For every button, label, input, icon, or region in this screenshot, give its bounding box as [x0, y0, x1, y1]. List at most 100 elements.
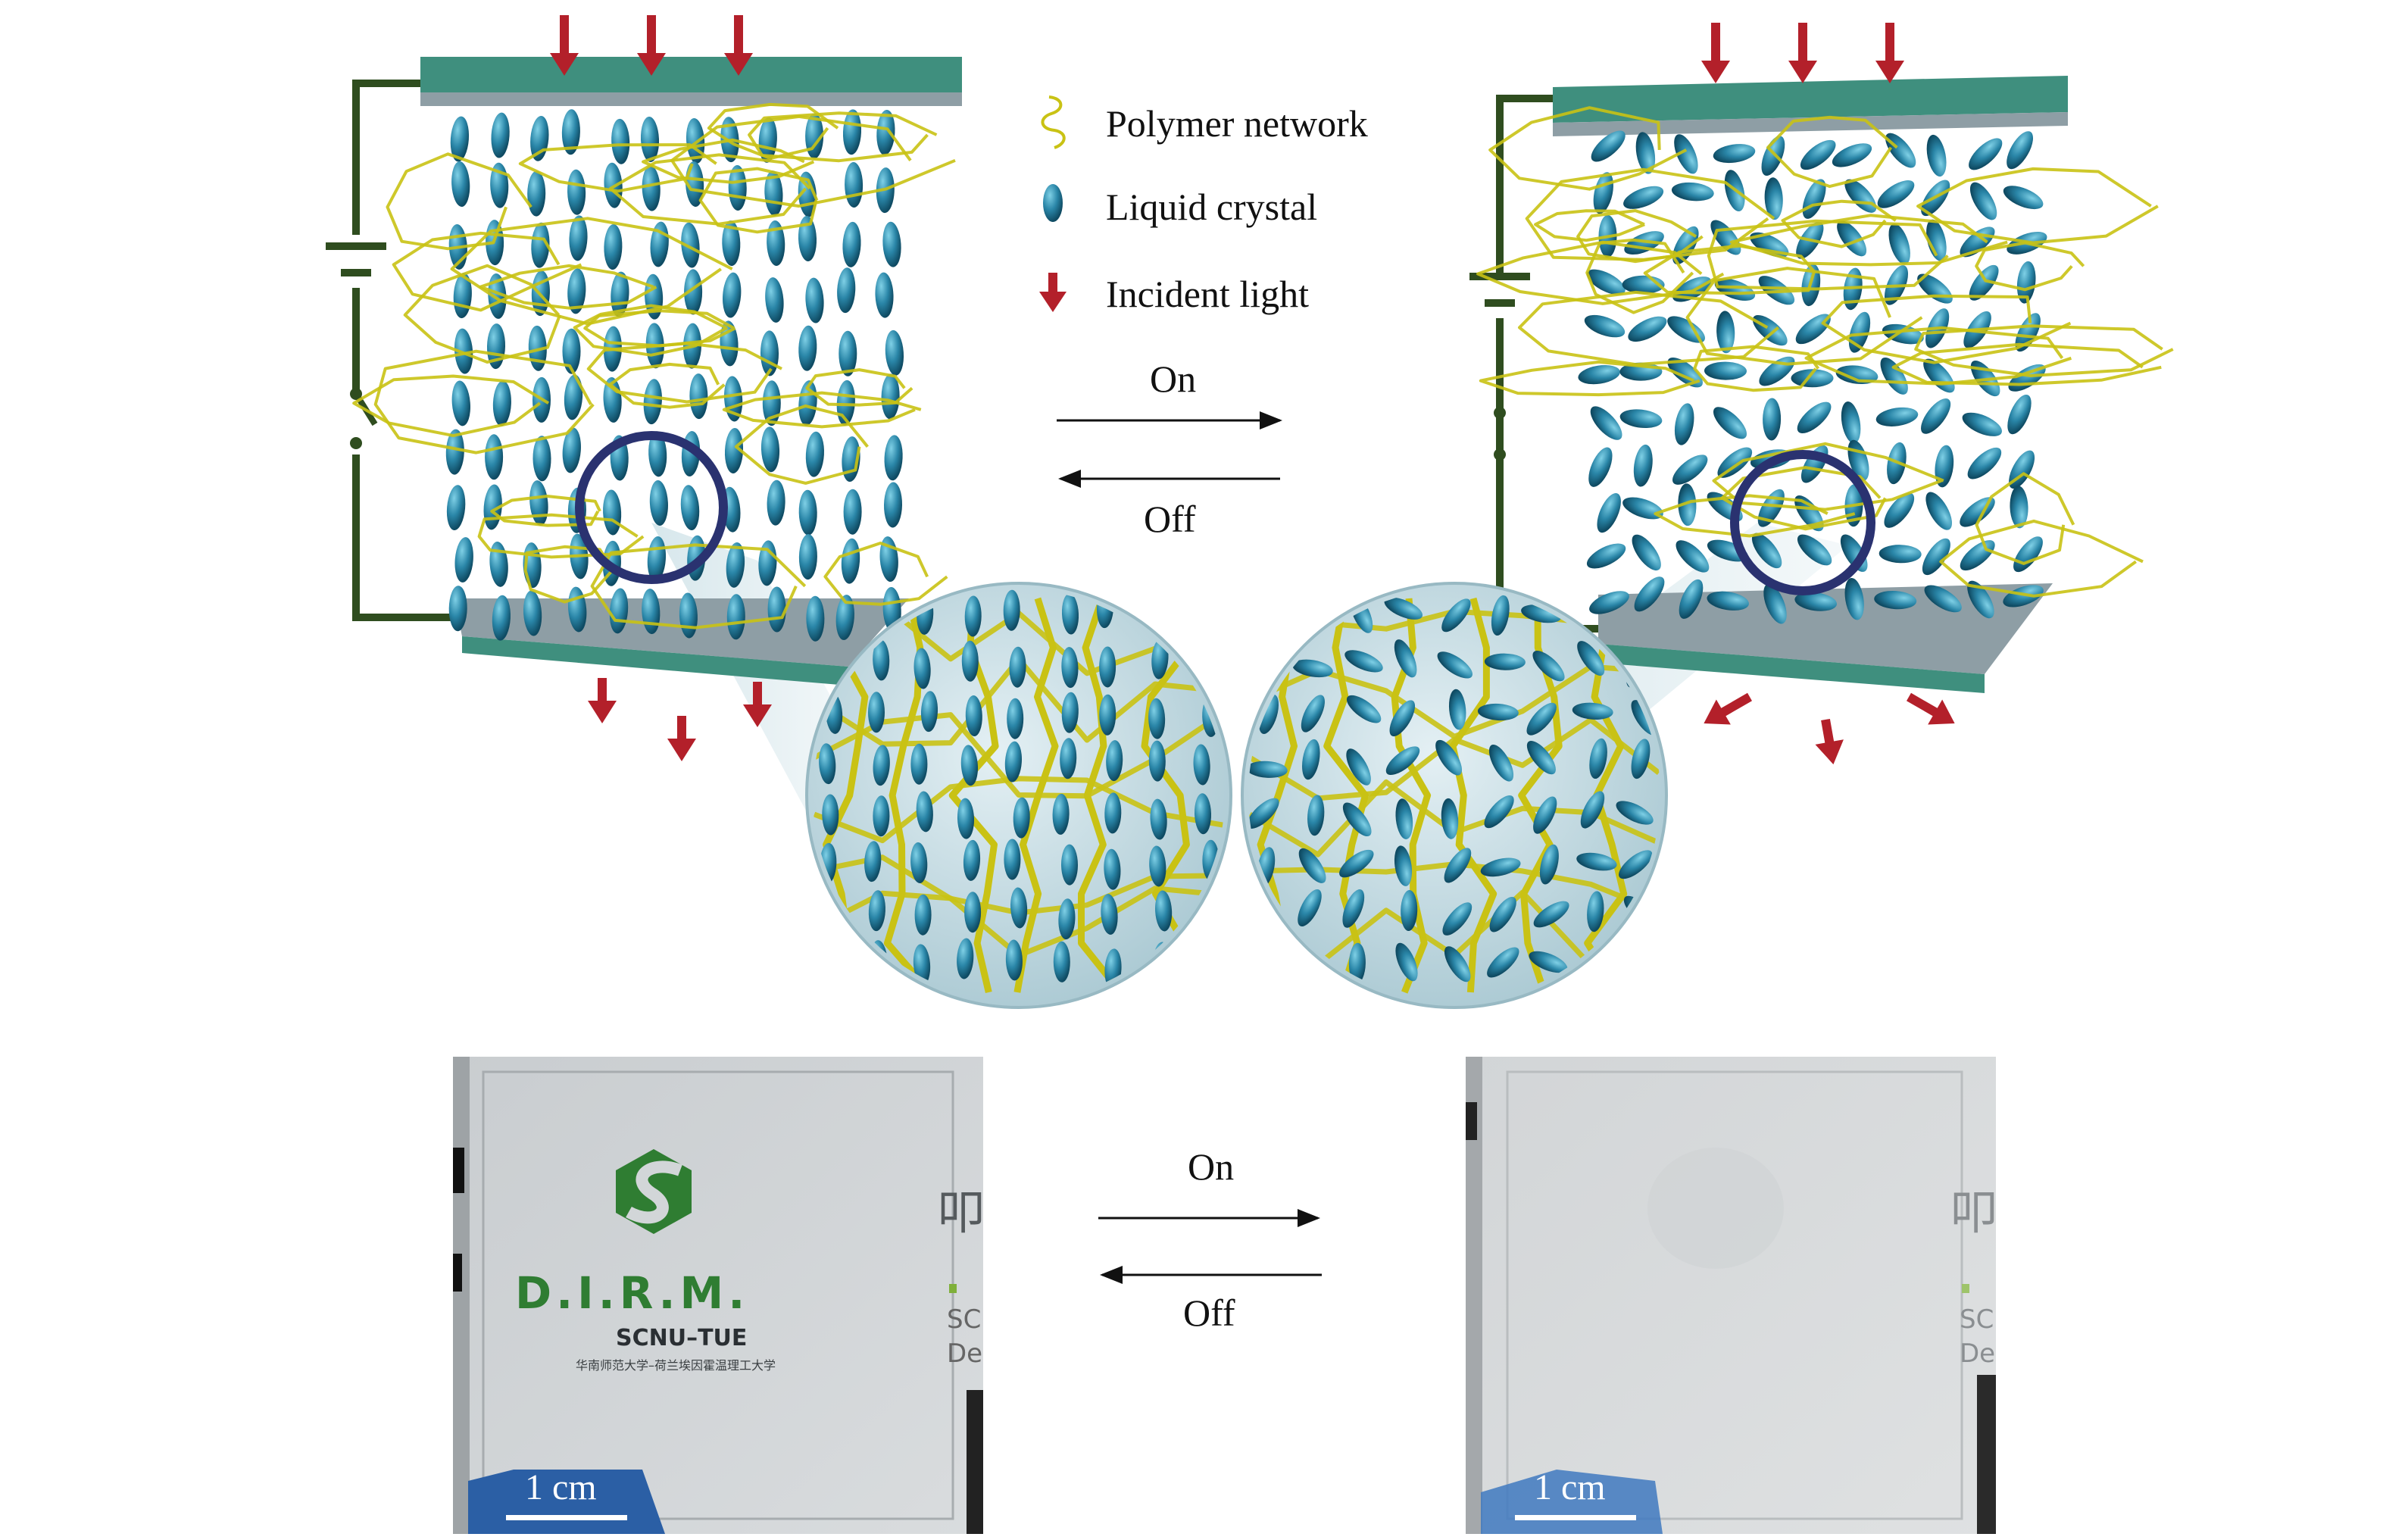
lc-molecule [1576, 852, 1617, 871]
lc-molecule [1794, 495, 1824, 532]
polymer-strand [748, 111, 938, 163]
pdlc-schematic [326, 15, 2174, 1009]
polymer-strand [1939, 519, 2144, 598]
legend-light-label: Incident light [1106, 273, 1309, 315]
polymer-strand [1914, 324, 2174, 377]
lc-molecule [492, 595, 511, 641]
lc-molecule [1926, 134, 1947, 177]
polymer-strand [1518, 290, 1779, 367]
lc-molecule [1302, 739, 1320, 780]
polymer-strand [1525, 167, 1775, 261]
lc-molecule [910, 743, 928, 785]
lc-molecule [450, 116, 470, 162]
lc-molecule [489, 541, 508, 587]
lc-molecule [1624, 231, 1664, 255]
zoom-bubble-left [805, 582, 1232, 1009]
lc-molecule [728, 165, 747, 211]
lc-molecule [1633, 444, 1653, 487]
lc-molecule [845, 162, 864, 208]
lc-molecule [1148, 698, 1166, 739]
lc-molecule [1344, 650, 1383, 673]
lc-molecule [1797, 534, 1832, 566]
lc-molecule [1202, 939, 1220, 979]
lc-molecule [1099, 646, 1116, 688]
lc-molecule [1921, 398, 1951, 434]
lc-molecule [1441, 798, 1459, 839]
logo-main-text: D.I.R.M. [515, 1267, 750, 1319]
lc-molecule [805, 277, 824, 323]
lc-molecule [1922, 538, 1950, 576]
scale-label-right: 1 cm [1534, 1467, 1606, 1507]
lc-molecule [726, 594, 745, 640]
lc-molecule [640, 117, 660, 162]
polymer-strand [1576, 209, 1704, 264]
lc-molecule [1572, 702, 1613, 720]
light-arrows [550, 15, 1955, 765]
lc-molecule [1477, 703, 1519, 721]
lc-molecule [2016, 261, 2036, 304]
lc-molecule [1394, 639, 1417, 678]
light-arrow-icon [588, 678, 617, 723]
legend-lc-label: Liquid crystal [1106, 186, 1318, 228]
lc-molecule [491, 112, 510, 158]
lc-molecule [1437, 651, 1473, 679]
lc-molecule [864, 841, 882, 882]
lc-molecule [1248, 761, 1288, 778]
lc-molecule [1844, 179, 1877, 213]
lc-molecule [1009, 646, 1026, 688]
lc-molecule [839, 330, 857, 376]
legend-polymer-label: Polymer network [1106, 102, 1368, 145]
lc-molecule [1101, 894, 1118, 935]
polymer-strand [670, 114, 956, 208]
lc-molecule [1597, 493, 1621, 533]
lc-molecule [680, 485, 700, 531]
polymer-strand [1729, 214, 2008, 267]
lc-molecule [1533, 901, 1569, 928]
lc-molecule [873, 795, 890, 837]
lc-molecule [1714, 278, 1756, 301]
lc-molecule [881, 373, 900, 420]
polymer-strand [1654, 494, 1856, 538]
lc-molecule [1622, 497, 1663, 520]
lc-molecule [1339, 849, 1374, 878]
lc-molecule [883, 482, 903, 528]
lc-molecule [867, 692, 885, 733]
lc-molecule [1885, 133, 1916, 168]
lc-molecule [689, 373, 708, 420]
lc-molecule [798, 216, 817, 261]
lc-molecule [1619, 850, 1653, 879]
light-arrow-icon [1815, 718, 1844, 765]
lc-molecule [1679, 579, 1704, 619]
lc-molecule [1298, 848, 1326, 883]
lc-molecule [1003, 589, 1020, 631]
top-electrode-right [1553, 76, 2068, 123]
lc-molecule [767, 586, 786, 633]
lc-molecule [446, 485, 466, 531]
edge-text-left-2: De [947, 1339, 983, 1369]
lc-molecule [1533, 796, 1557, 834]
polymer-strand [707, 102, 839, 161]
lc-molecule [2007, 394, 2032, 435]
lc-molecule [1717, 447, 1753, 478]
lc-molecule [913, 944, 931, 986]
dirm-logo-icon [616, 1149, 692, 1234]
cell-off-state [326, 57, 962, 686]
light-arrow-icon [1701, 23, 1730, 83]
lc-molecule [1752, 314, 1788, 346]
lc-molecule [726, 542, 745, 588]
lc-molecule [2003, 186, 2044, 210]
light-arrow-icon [1875, 23, 1904, 83]
lc-molecule [760, 426, 780, 473]
lc-molecule [1435, 739, 1463, 776]
lc-molecule [1925, 492, 1952, 530]
scale-bar-left [506, 1515, 627, 1520]
lc-molecule [1616, 801, 1654, 825]
lc-molecule [876, 109, 895, 155]
lc-molecule [1667, 316, 1705, 343]
lc-molecule [2015, 313, 2041, 352]
lc-molecule [1962, 412, 2002, 436]
light-arrow-icon [637, 15, 666, 76]
polymer-strand [586, 342, 782, 404]
lc-molecule [567, 169, 586, 215]
lc-molecule [843, 489, 862, 535]
